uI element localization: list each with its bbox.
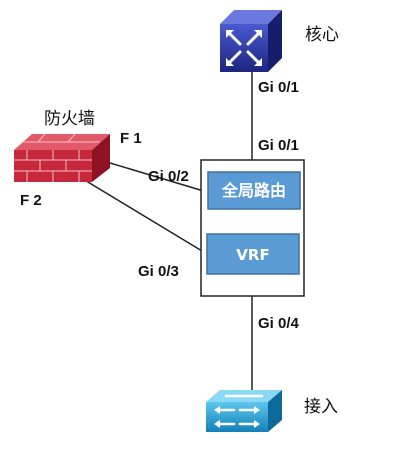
global-route-label: 全局路由 <box>221 181 286 200</box>
port-label-gi03: Gi 0/3 <box>138 263 179 280</box>
access-switch-icon <box>206 390 282 432</box>
core-label: 核心 <box>305 25 339 45</box>
core-router-icon <box>220 10 282 72</box>
vrf-label: VRF <box>236 246 269 264</box>
vrf-box: VRF <box>206 233 300 275</box>
access-label: 接入 <box>304 397 338 417</box>
link-firewall-f2-to-vrf <box>67 169 208 255</box>
port-label-switch-gi01: Gi 0/1 <box>258 137 299 154</box>
port-label-f1: F 1 <box>120 130 142 147</box>
firewall-icon <box>14 133 110 182</box>
port-label-f2: F 2 <box>20 192 42 209</box>
global-route-box: 全局路由 <box>207 171 301 210</box>
port-label-gi04: Gi 0/4 <box>258 315 300 332</box>
port-label-gi02: Gi 0/2 <box>148 168 189 185</box>
port-label-core-gi01: Gi 0/1 <box>258 79 299 96</box>
link-firewall-f1-to-global-route <box>99 159 208 193</box>
firewall-label: 防火墙 <box>44 109 95 129</box>
